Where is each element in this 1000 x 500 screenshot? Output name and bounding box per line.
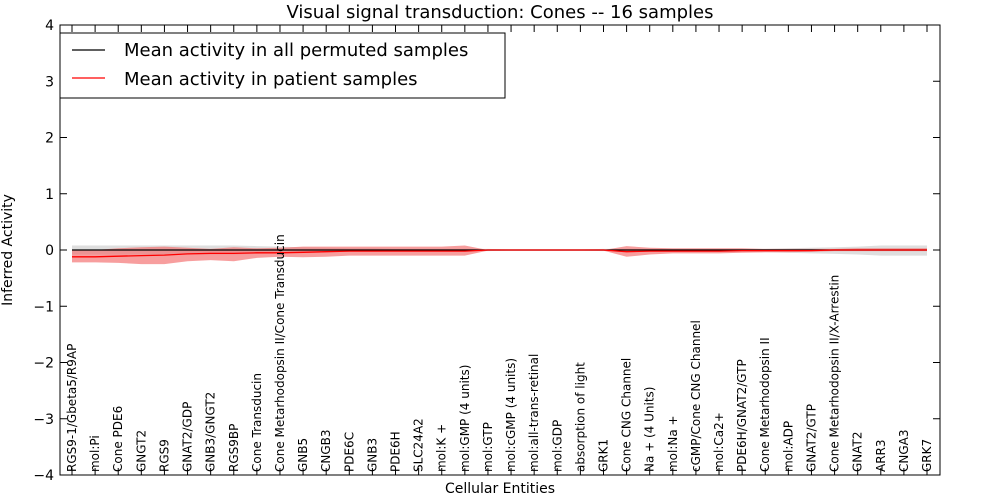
x-tick-label: mol:Na + [666,415,680,472]
x-tick-label: GRK1 [596,439,610,472]
x-tick-label: PDE6C [342,432,356,472]
y-tick-label: 3 [45,74,54,90]
x-tick-label: Cone Metarhodopsin II/Cone Transducin [273,234,287,472]
legend-label-permuted: Mean activity in all permuted samples [124,40,468,61]
y-tick-label: 1 [45,187,54,203]
y-tick-label: −2 [33,356,54,372]
x-tick-label: mol:GDP [550,420,564,472]
x-tick-label: Cone Metarhodopsin II/X-Arrestin [828,275,842,472]
x-tick-label: Cone Metarhodopsin II [758,337,772,472]
x-tick-label: GNB5 [296,438,310,472]
y-tick-label: −1 [33,299,54,315]
x-tick-label: mol:GMP (4 units) [458,365,472,472]
legend-label-patient: Mean activity in patient samples [124,69,418,90]
x-tick-label: GNAT2/GDP [181,402,195,472]
x-tick-label: PDE6H [389,431,403,472]
x-tick-label: RGS9-1/Gbeta5/R9AP [65,344,79,472]
x-axis-label: Cellular Entities [445,481,555,497]
y-tick-label: 2 [45,131,54,147]
legend-box [59,32,506,99]
x-tick-label: ARR3 [874,439,888,472]
x-tick-label: Cone CNG Channel [620,358,634,472]
x-tick-label: SLC24A2 [412,418,426,472]
x-tick-label: PDE6H/GNAT2/GTP [735,359,749,472]
y-tick-label: −3 [33,412,54,428]
x-tick-label: mol:cGMP (4 units) [504,358,518,472]
x-tick-label: RGS9 [157,439,171,472]
x-tick-label: Cone PDE6 [111,406,125,472]
x-tick-label: absorption of light [573,362,587,472]
x-tick-label: CNGA3 [897,430,911,473]
y-tick-label: 4 [45,18,54,34]
x-tick-label: GNB3/GNGT2 [204,392,218,472]
x-tick-label: mol:all-trans-retinal [527,354,541,472]
y-tick-label: 0 [45,243,54,259]
x-tick-label: CNGB3 [319,429,333,472]
x-tick-label: GNAT2/GTP [804,404,818,472]
confidence-bands [72,245,927,265]
x-tick-label: mol:Pi [88,435,102,472]
x-tick-label: mol:ADP [781,421,795,472]
x-tick-label: mol:Ca2+ [712,412,726,472]
x-tick-label: cGMP/Cone CNG Channel [689,320,703,472]
legend: Mean activity in all permuted samples Me… [59,32,506,99]
chart-title: Visual signal transduction: Cones -- 16 … [286,2,713,23]
x-axis-tick-labels: RGS9-1/Gbeta5/R9AP mol:Pi Cone PDE6 GNGT2 RG… [65,25,934,475]
line-series-1 [72,249,927,258]
x-tick-label: mol:K + [435,424,449,472]
x-tick-label: Cone Transducin [250,373,264,472]
y-axis-label: Inferred Activity [0,194,16,306]
x-tick-label: GRK7 [920,439,934,472]
x-tick-label: GNB3 [365,438,379,472]
series-lines [72,249,927,258]
x-tick-label: GNGT2 [134,430,148,472]
x-tick-label: Na + (4 Units) [643,386,657,472]
x-tick-label: mol:GTP [481,422,495,472]
y-tick-label: −4 [33,468,54,484]
x-tick-label: GNAT2 [851,431,865,472]
x-tick-label: RGS9BP [227,424,241,472]
y-axis: 4 3 2 1 0 −1 −2 −3 −4 [33,18,940,484]
